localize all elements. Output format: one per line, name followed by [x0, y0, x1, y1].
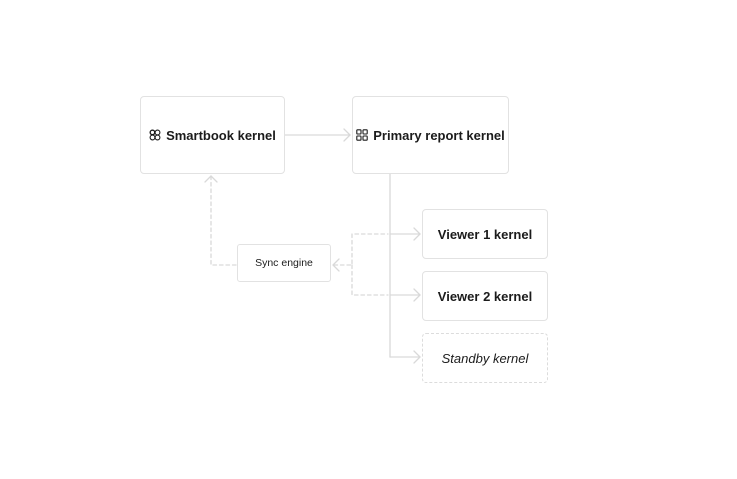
arrowhead-viewer2: [413, 288, 421, 302]
edge-sync-to-viewer1: [333, 233, 389, 266]
primary-report-kernel-label: Primary report kernel: [373, 127, 505, 143]
primary-report-kernel-node: Primary report kernel: [352, 96, 509, 174]
grid-icon: [356, 129, 368, 141]
standby-kernel-label: Standby kernel: [441, 350, 529, 366]
smartbook-logo-icon: [149, 129, 161, 141]
smartbook-kernel-label: Smartbook kernel: [166, 127, 276, 143]
arrowhead-viewer1: [413, 227, 421, 241]
edge-sync-to-smartbook: [210, 175, 237, 266]
standby-kernel-node: Standby kernel: [422, 333, 548, 383]
arrowhead-smartbook: [204, 175, 218, 183]
arrowhead-primary: [343, 128, 351, 142]
edge-sync-to-viewer2: [351, 264, 389, 296]
smartbook-kernel-node: Smartbook kernel: [140, 96, 285, 174]
viewer-1-kernel-node: Viewer 1 kernel: [422, 209, 548, 259]
sync-engine-node: Sync engine: [237, 244, 331, 282]
viewer-1-kernel-label: Viewer 1 kernel: [437, 226, 533, 242]
arrowhead-standby: [413, 350, 421, 364]
sync-engine-label: Sync engine: [255, 257, 313, 269]
viewer-2-kernel-label: Viewer 2 kernel: [437, 288, 533, 304]
arrowhead-sync: [332, 258, 340, 272]
viewer-2-kernel-node: Viewer 2 kernel: [422, 271, 548, 321]
